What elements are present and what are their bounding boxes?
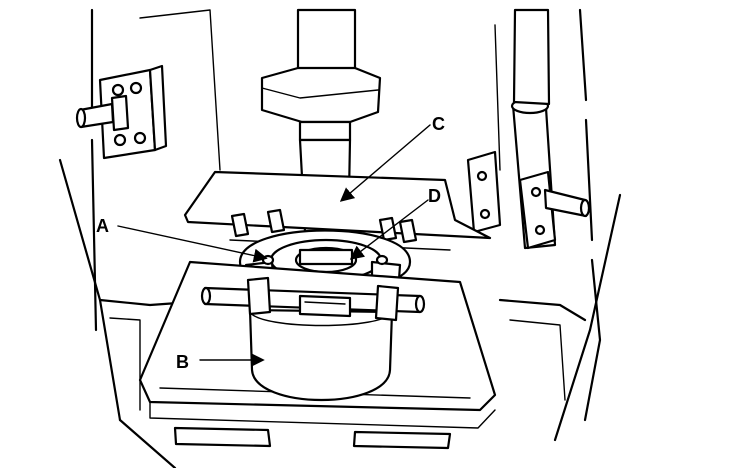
cylinder-support: [248, 308, 394, 401]
right-column: [466, 8, 591, 250]
callout-c: C: [432, 114, 445, 134]
upper-plate: [183, 170, 492, 251]
left-bracket: [75, 64, 168, 160]
base-slots: [173, 426, 452, 450]
press-frame: [58, 8, 622, 468]
cross-bar: [200, 276, 426, 322]
callout-b: B: [176, 352, 189, 372]
callout-d: D: [428, 186, 441, 206]
callout-a: A: [96, 216, 109, 236]
press-ram-head: [260, 8, 382, 142]
callout-arrows: [117, 124, 431, 367]
